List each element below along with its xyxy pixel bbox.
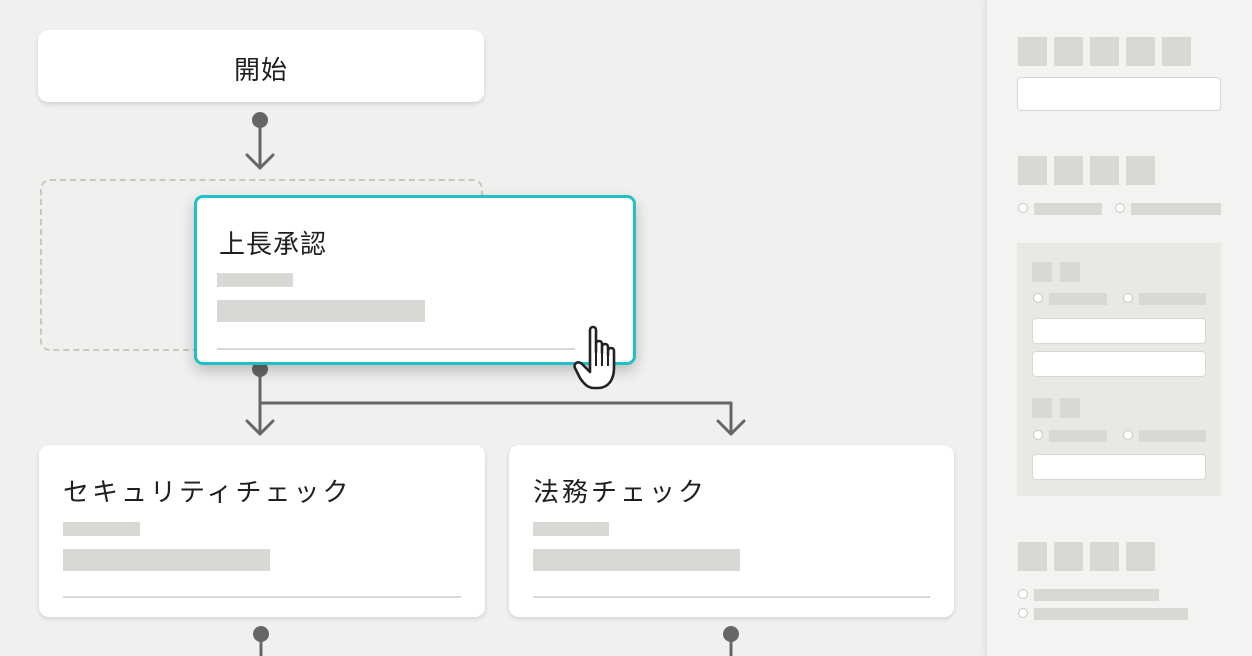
connector-dot-icon	[252, 361, 268, 377]
node-divider	[63, 596, 461, 598]
hand-pointer-icon	[573, 325, 616, 390]
radio-label	[1139, 430, 1206, 442]
manager-approval-node[interactable]: 上長承認	[194, 195, 636, 365]
node-divider	[533, 596, 930, 598]
radio-icon[interactable]	[1123, 293, 1133, 303]
radio-icon[interactable]	[1033, 430, 1043, 440]
security-check-node[interactable]: セキュリティチェック	[39, 445, 485, 617]
placeholder-line	[533, 522, 609, 536]
node-divider	[217, 348, 575, 350]
text-field[interactable]	[1032, 351, 1206, 377]
connector-dot-icon	[252, 112, 268, 128]
radio-icon[interactable]	[1018, 589, 1028, 599]
radio-icon[interactable]	[1123, 430, 1133, 440]
connector-dot-icon	[723, 626, 739, 642]
radio-icon[interactable]	[1018, 203, 1028, 213]
manager-approval-title: 上長承認	[219, 230, 328, 260]
legal-check-node[interactable]: 法務チェック	[509, 445, 954, 617]
text-field[interactable]	[1032, 318, 1206, 344]
legal-check-title: 法務チェック	[533, 478, 708, 508]
radio-label	[1034, 203, 1102, 215]
radio-label	[1049, 293, 1107, 305]
placeholder-line	[217, 273, 293, 287]
placeholder-line	[63, 522, 140, 536]
start-node[interactable]: 開始	[38, 30, 484, 102]
start-node-title: 開始	[233, 56, 288, 86]
radio-icon[interactable]	[1115, 203, 1125, 213]
placeholder-block	[63, 549, 270, 571]
radio-icon[interactable]	[1018, 608, 1028, 618]
placeholder-block	[533, 549, 740, 571]
radio-label	[1131, 203, 1221, 215]
workflow-canvas[interactable]: 開始 セキュリティチェック 法務チェック 上長承認	[0, 0, 985, 656]
text-field[interactable]	[1017, 77, 1221, 111]
radio-label	[1139, 293, 1206, 305]
text-field[interactable]	[1032, 454, 1206, 480]
connectors	[245, 112, 746, 656]
radio-label	[1034, 608, 1188, 620]
radio-label	[1049, 430, 1107, 442]
connector-dot-icon	[253, 626, 269, 642]
security-check-title: セキュリティチェック	[63, 478, 352, 508]
radio-icon[interactable]	[1033, 293, 1043, 303]
radio-label	[1034, 589, 1159, 601]
placeholder-block	[217, 300, 425, 322]
